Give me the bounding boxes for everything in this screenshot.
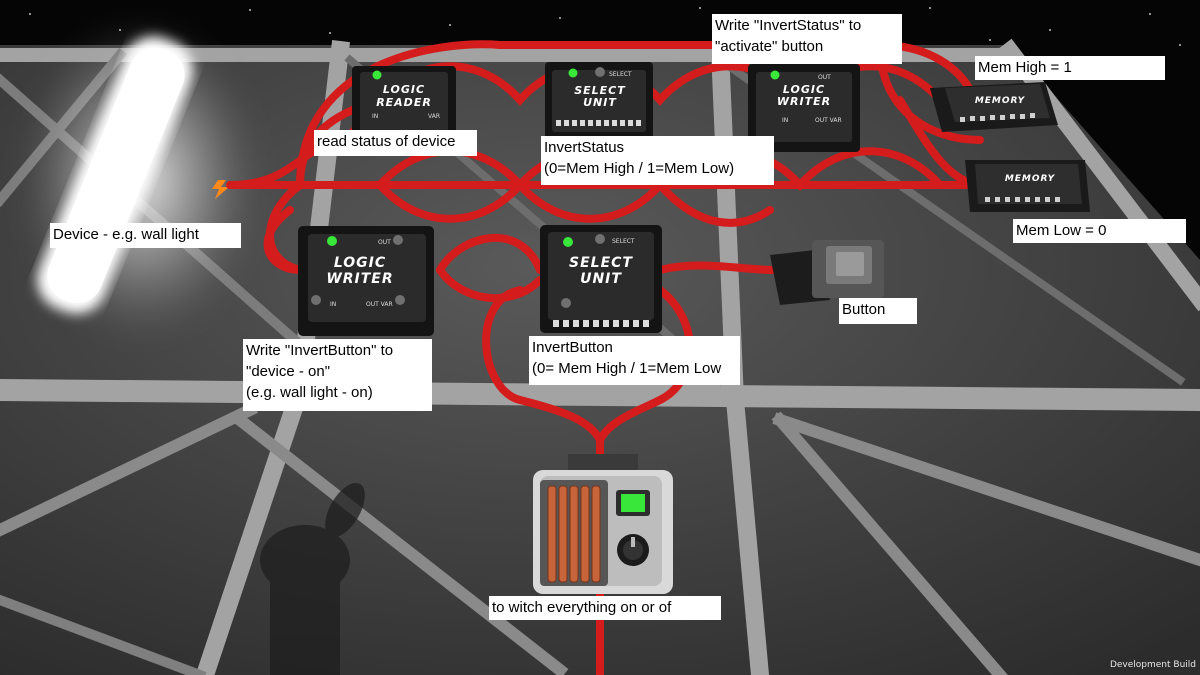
device-label-line2: WRITER	[326, 271, 393, 287]
port-label-out: OUT	[818, 74, 831, 81]
select-unit-center-device[interactable]: SELECT SELECT UNIT	[540, 225, 662, 333]
port-label-in: IN	[372, 113, 378, 120]
annotation-button: Button	[839, 298, 917, 324]
annotation-invert-button: InvertButton (0= Mem High / 1=Mem Low	[529, 336, 740, 385]
device-label-line1: LOGIC	[383, 83, 425, 96]
logic-writer-left-device[interactable]: OUT LOGIC WRITER IN OUT VAR	[298, 226, 434, 336]
port-label-select: SELECT	[609, 71, 632, 78]
device-label-line1: SELECT	[569, 255, 633, 271]
port-label-in: IN	[782, 117, 788, 124]
annotation-switch: to witch everything on or of	[489, 596, 721, 620]
select-unit-top-device[interactable]: SELECT SELECT UNIT	[545, 62, 653, 140]
annotation-invert-status: InvertStatus (0=Mem High / 1=Mem Low)	[541, 136, 774, 185]
logic-writer-top-device[interactable]: OUT LOGIC WRITER IN OUT VAR	[748, 64, 860, 152]
character-shadow	[260, 482, 365, 675]
status-led-icon	[372, 70, 382, 80]
port-screw-icon	[395, 295, 405, 305]
lightning-icon	[212, 180, 229, 199]
device-label-line1: SELECT	[574, 84, 626, 97]
device-label-line2: WRITER	[777, 95, 831, 108]
port-label-select: SELECT	[612, 238, 635, 245]
power-switch-device[interactable]	[533, 454, 673, 594]
status-led-icon	[770, 70, 780, 80]
device-label: MEMORY	[1005, 174, 1056, 184]
annotation-mem-low: Mem Low = 0	[1013, 219, 1186, 243]
status-led-icon	[568, 68, 578, 78]
port-screw-icon	[393, 235, 403, 245]
port-screw-icon	[311, 295, 321, 305]
port-label-var: VAR	[428, 113, 440, 120]
button-device[interactable]	[770, 240, 884, 305]
status-led-icon	[563, 237, 573, 247]
device-label-line2: READER	[376, 96, 432, 109]
device-label-line2: UNIT	[583, 96, 617, 109]
annotation-write-invert-status: Write "InvertStatus" to "activate" butto…	[712, 14, 902, 64]
status-led-icon	[327, 236, 337, 246]
port-label-in: IN	[330, 301, 336, 308]
select-screw-icon	[595, 234, 605, 244]
annotation-device: Device - e.g. wall light	[50, 223, 241, 248]
port-label-out: OUT	[378, 239, 391, 246]
wall-light-device[interactable]	[20, 20, 260, 340]
annotation-read-status: read status of device	[314, 130, 477, 156]
memory-low-device[interactable]: MEMORY	[965, 160, 1090, 212]
port-label-outvar: OUT VAR	[815, 117, 842, 124]
device-label-line1: LOGIC	[334, 255, 386, 271]
device-label-line2: UNIT	[580, 271, 622, 287]
annotation-write-invert-button: Write "InvertButton" to "device - on" (e…	[243, 339, 432, 411]
port-screw-icon	[561, 298, 571, 308]
device-label-line1: LOGIC	[783, 83, 825, 96]
select-screw-icon	[595, 67, 605, 77]
device-label: MEMORY	[975, 96, 1026, 106]
memory-high-device[interactable]: MEMORY	[930, 82, 1058, 132]
dial-knob-icon[interactable]	[617, 534, 649, 566]
green-indicator	[621, 494, 645, 512]
development-build-label: Development Build	[1109, 660, 1196, 670]
annotation-mem-high: Mem High = 1	[975, 56, 1165, 80]
port-label-outvar: OUT VAR	[366, 301, 393, 308]
